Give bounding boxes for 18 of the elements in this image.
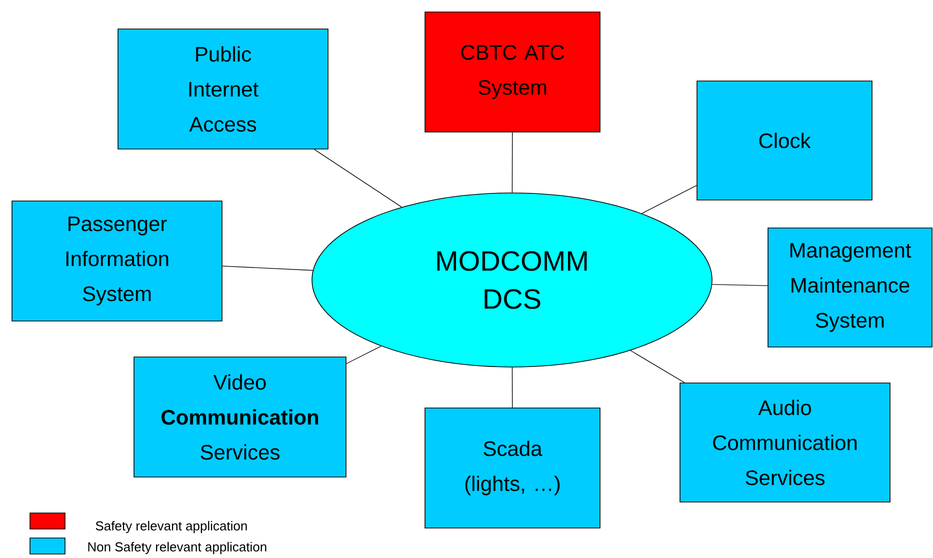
legend-text: Non Safety relevant application: [88, 542, 266, 554]
system-box: Management Maintenance System: [768, 228, 932, 348]
system-box: Scada (lights, …): [424, 408, 600, 528]
legend-text: Safety relevant application: [96, 520, 247, 534]
system-box: Video Communication Services: [134, 356, 346, 478]
system-box: Public Internet Access: [118, 28, 328, 150]
connector-line: [630, 350, 685, 383]
connector-line: [222, 266, 314, 271]
system-box: CBTC ATC System: [424, 12, 600, 132]
connector-line: [512, 132, 513, 193]
connector-line: [642, 185, 697, 214]
system-box: Clock: [696, 80, 872, 200]
system-box: Passenger Information System: [12, 200, 222, 322]
connector-line: [314, 149, 402, 208]
system-box: Audio Communication Services: [680, 382, 890, 502]
connector-line: [512, 367, 513, 408]
connector-line: [346, 346, 382, 364]
connector-line: [712, 284, 768, 286]
